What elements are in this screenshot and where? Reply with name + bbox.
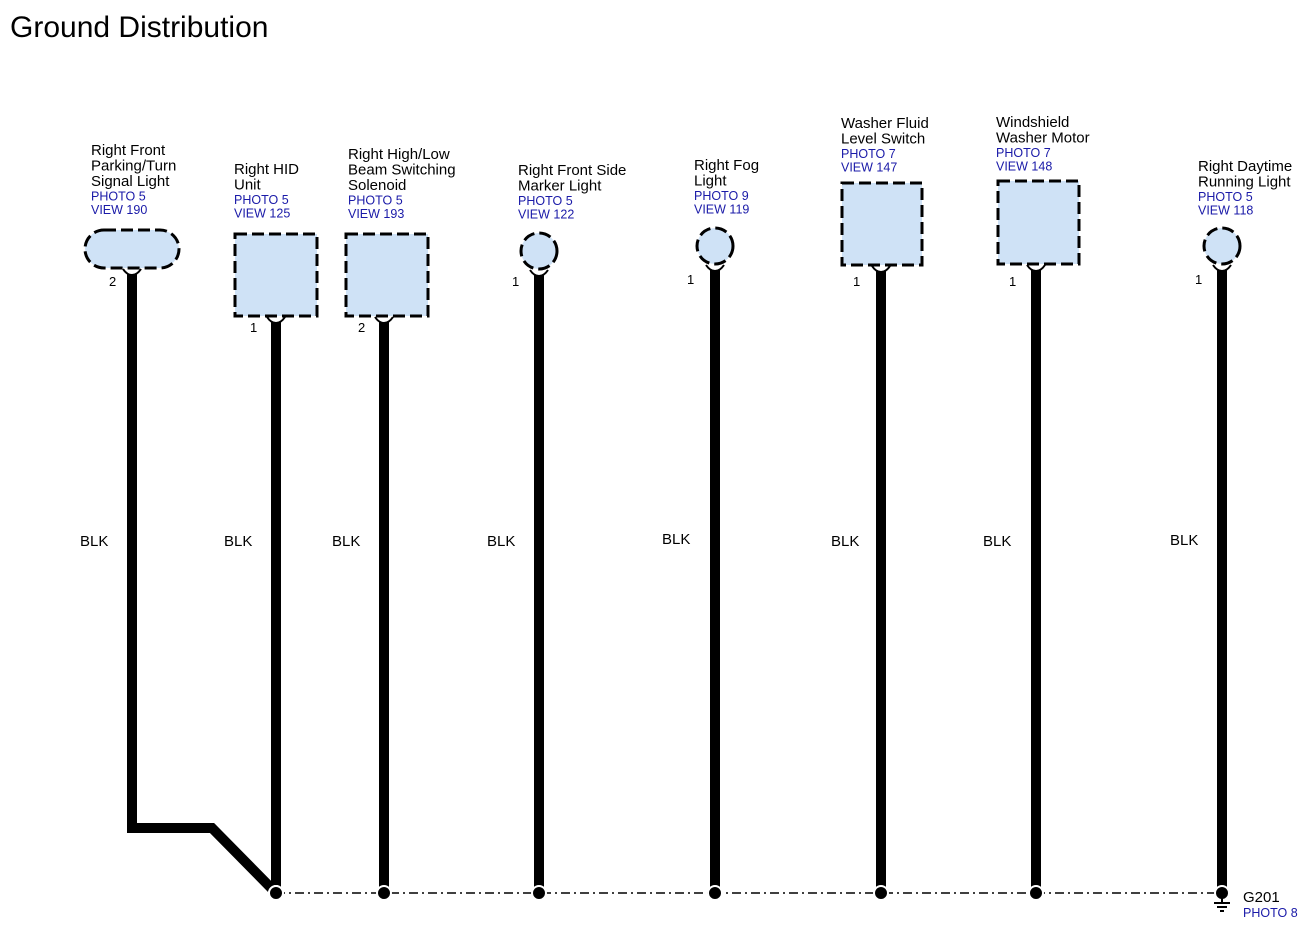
pin-number: 2	[109, 274, 116, 289]
component-label: Unit	[234, 177, 262, 194]
view-ref[interactable]: VIEW 147	[841, 161, 897, 175]
splice-node	[707, 885, 723, 901]
splice-node	[1028, 885, 1044, 901]
component-label: Washer Fluid	[841, 115, 929, 132]
photo-ref[interactable]: PHOTO 9	[694, 189, 749, 203]
connector-box[interactable]	[996, 179, 1081, 266]
photo-ref[interactable]: PHOTO 5	[518, 194, 573, 208]
wire-color-label: BLK	[80, 533, 108, 550]
photo-ref[interactable]: PHOTO 5	[1198, 190, 1253, 204]
splice-node	[873, 885, 889, 901]
ground-wire[interactable]	[127, 274, 280, 897]
connector-circle[interactable]	[519, 231, 559, 271]
connector-pill[interactable]	[83, 228, 181, 270]
photo-ref[interactable]: PHOTO 7	[841, 147, 896, 161]
pin-number: 1	[687, 272, 694, 287]
component-label: Signal Light	[91, 173, 170, 190]
photo-ref[interactable]: PHOTO 7	[996, 146, 1051, 160]
pin-number: 1	[250, 320, 257, 335]
connector-circle[interactable]	[695, 226, 735, 266]
pin-number: 1	[1009, 274, 1016, 289]
wire-color-label: BLK	[662, 531, 690, 548]
wire-color-label: BLK	[224, 533, 252, 550]
component-label: Marker Light	[518, 178, 602, 195]
pin-number: 2	[358, 320, 365, 335]
ground-photo-ref[interactable]: PHOTO 8	[1243, 906, 1298, 920]
component-label: Solenoid	[348, 177, 406, 194]
view-ref[interactable]: VIEW 193	[348, 207, 404, 221]
connector-box[interactable]	[344, 232, 430, 318]
view-ref[interactable]: VIEW 119	[694, 203, 749, 217]
component-label: Beam Switching	[348, 162, 456, 179]
connector-box[interactable]	[233, 232, 319, 318]
view-ref[interactable]: VIEW 118	[1198, 204, 1253, 218]
photo-ref[interactable]: PHOTO 5	[234, 193, 289, 207]
component-label: Level Switch	[841, 131, 925, 148]
view-ref[interactable]: VIEW 148	[996, 160, 1052, 174]
component-label: Parking/Turn	[91, 158, 176, 175]
view-ref[interactable]: VIEW 190	[91, 203, 147, 217]
splice-node	[268, 885, 284, 901]
component-label: Right Daytime	[1198, 158, 1292, 175]
wire-color-label: BLK	[1170, 532, 1198, 549]
component-label: Windshield	[996, 114, 1069, 131]
splice-node	[376, 885, 392, 901]
wire-color-label: BLK	[332, 533, 360, 550]
wire-color-label: BLK	[983, 533, 1011, 550]
wire-color-label: BLK	[487, 533, 515, 550]
connector-circle[interactable]	[1202, 226, 1242, 266]
pin-number: 1	[512, 274, 519, 289]
component-label: Right Front	[91, 142, 166, 159]
component-label: Right High/Low	[348, 146, 450, 163]
component-label: Right Front Side	[518, 162, 626, 179]
wire-color-label: BLK	[831, 533, 859, 550]
splice-node	[531, 885, 547, 901]
pin-number: 1	[853, 274, 860, 289]
page-title: Ground Distribution	[10, 11, 268, 44]
component-label: Washer Motor	[996, 130, 1090, 147]
connector-box[interactable]	[840, 181, 924, 267]
photo-ref[interactable]: PHOTO 5	[348, 194, 403, 208]
component-label: Running Light	[1198, 174, 1291, 191]
view-ref[interactable]: VIEW 122	[518, 208, 574, 222]
ground-id: G201	[1243, 889, 1280, 906]
photo-ref[interactable]: PHOTO 5	[91, 190, 146, 204]
view-ref[interactable]: VIEW 125	[234, 207, 290, 221]
component-label: Light	[694, 173, 727, 190]
component-label: Right Fog	[694, 157, 759, 174]
component-label: Right HID	[234, 161, 299, 178]
pin-number: 1	[1195, 272, 1202, 287]
